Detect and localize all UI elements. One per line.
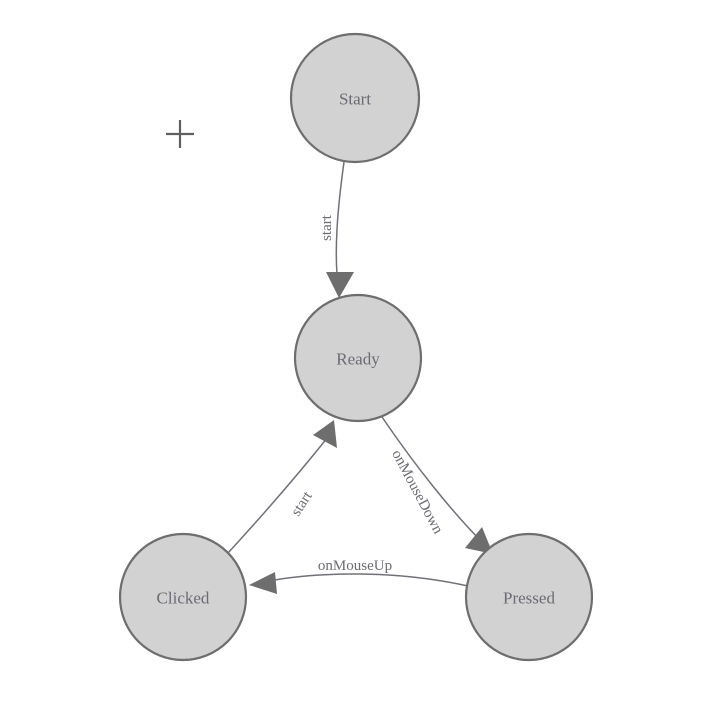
- arrowhead-into-pressed: [465, 527, 493, 554]
- node-clicked[interactable]: Clicked: [118, 532, 248, 662]
- node-start-circle[interactable]: [289, 32, 421, 164]
- node-ready[interactable]: Ready: [293, 293, 423, 423]
- edge-label-clicked-to-ready: start: [288, 488, 316, 519]
- arrowhead-into-clicked: [249, 572, 277, 594]
- node-clicked-circle[interactable]: [118, 532, 248, 662]
- edge-start-to-ready[interactable]: start: [319, 161, 354, 298]
- plus-marker-icon[interactable]: [166, 120, 194, 148]
- node-pressed[interactable]: Pressed: [464, 532, 594, 662]
- edge-ready-to-pressed[interactable]: onMouseDown: [381, 416, 493, 554]
- edge-clicked-to-ready[interactable]: start: [227, 420, 337, 554]
- node-ready-circle[interactable]: [293, 293, 423, 423]
- node-pressed-circle[interactable]: [464, 532, 594, 662]
- edge-path-clicked-to-ready: [227, 436, 329, 554]
- edge-path-pressed-to-clicked: [257, 573, 469, 587]
- edge-label-start-to-ready: start: [319, 214, 335, 241]
- node-pressed-label: Pressed: [503, 589, 555, 608]
- node-ready-label: Ready: [336, 350, 380, 369]
- node-start[interactable]: Start: [289, 32, 421, 164]
- edge-pressed-to-clicked[interactable]: onMouseUp: [249, 558, 469, 594]
- arrowhead-into-ready-bottom: [313, 420, 337, 448]
- node-start-label: Start: [339, 90, 371, 109]
- edge-label-pressed-to-clicked: onMouseUp: [318, 558, 392, 574]
- node-clicked-label: Clicked: [157, 589, 210, 608]
- arrowhead-into-ready-top: [326, 272, 354, 298]
